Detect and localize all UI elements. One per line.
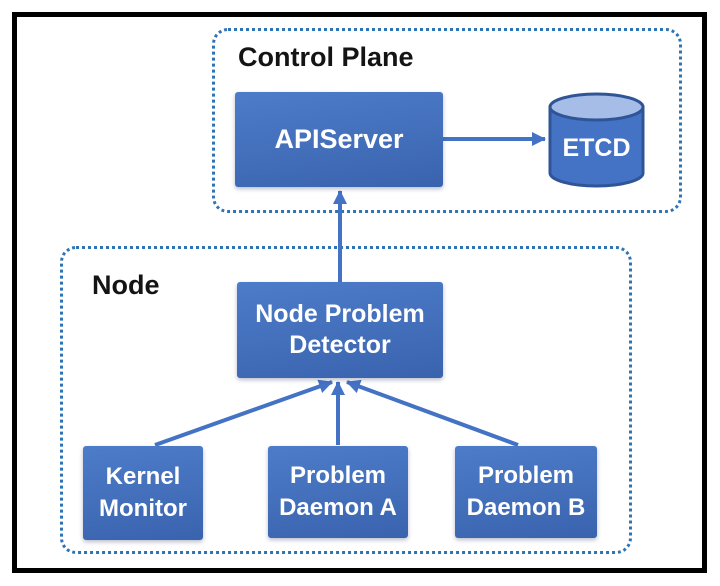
node-problem-detector-node: Node Problem Detector [237,282,443,378]
problem-daemon-b-node: Problem Daemon B [455,446,597,538]
outer-frame [12,12,707,573]
problem-daemon-a-node: Problem Daemon A [268,446,408,538]
problem-daemon-a-label: Problem Daemon A [279,462,397,521]
apiserver-node: APIServer [235,92,443,187]
control-plane-group [212,28,682,213]
kernel-monitor-label: Kernel Monitor [99,463,187,522]
control-plane-label: Control Plane [238,42,414,72]
database-cylinder-icon [548,92,645,188]
etcd-node: ETCD [547,91,646,189]
node-label: Node [92,270,160,300]
node-group [60,246,632,554]
kernel-monitor-node: Kernel Monitor [83,446,203,540]
etcd-label: ETCD [562,133,631,162]
node-problem-detector-label: Node Problem Detector [255,300,425,359]
problem-daemon-b-label: Problem Daemon B [466,462,586,521]
apiserver-label: APIServer [274,124,404,154]
